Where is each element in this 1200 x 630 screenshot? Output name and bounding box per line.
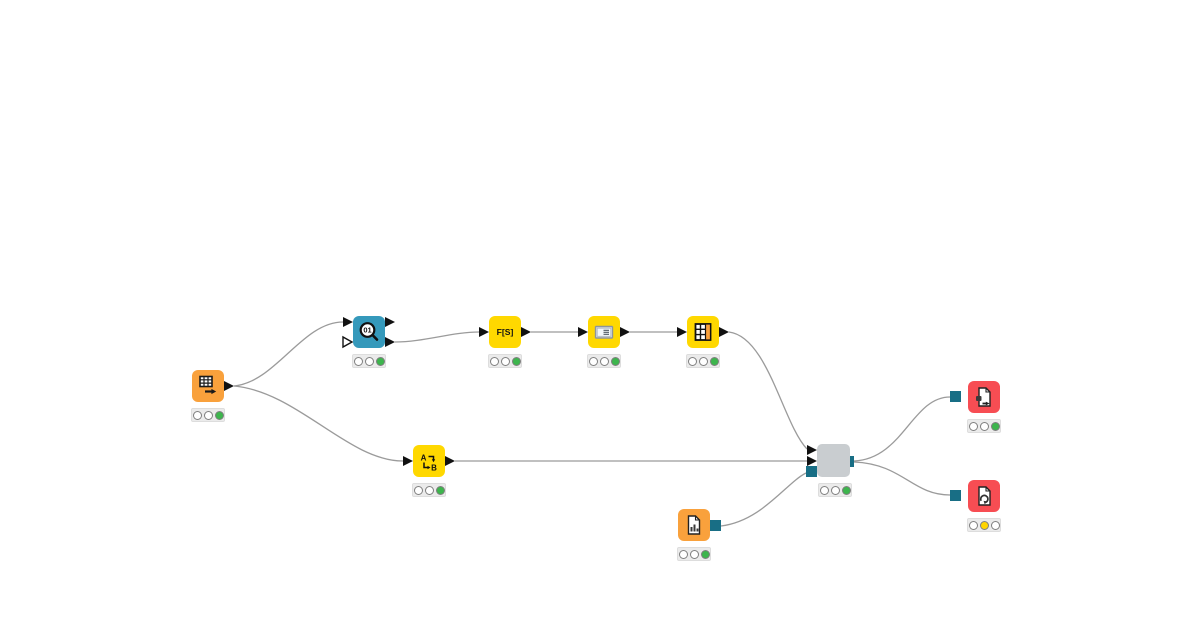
input-port-optional[interactable]	[342, 335, 354, 349]
wire-source-to-inspector	[233, 321, 344, 387]
ports	[224, 317, 961, 531]
wire-component-to-writer-bottom	[853, 461, 951, 496]
rename-to-glyph: B	[431, 464, 437, 473]
status-lamp	[709, 356, 719, 366]
status-traffic-light	[412, 483, 446, 497]
wires	[233, 321, 951, 527]
node-value-inspector[interactable]: 01	[353, 316, 385, 348]
rename-from-glyph: A	[421, 454, 427, 463]
status-traffic-light	[587, 354, 621, 368]
status-lamp	[435, 485, 445, 495]
status-lamp	[413, 485, 423, 495]
output-port-data[interactable]	[445, 456, 455, 466]
status-traffic-light	[686, 354, 720, 368]
output-port-data[interactable]	[620, 327, 630, 337]
magnifier-glyph: 01	[363, 326, 371, 335]
status-lamp	[968, 421, 978, 431]
status-lamp	[511, 356, 521, 366]
document-chart-icon	[687, 515, 701, 535]
status-traffic-light	[488, 354, 522, 368]
node-table-creator[interactable]	[192, 370, 224, 402]
string-function-icon: F[S]	[497, 327, 514, 337]
input-port-data[interactable]	[807, 445, 817, 455]
status-traffic-light	[967, 419, 1001, 433]
status-lamp	[979, 520, 989, 530]
input-port-special[interactable]	[950, 391, 961, 402]
status-lamp	[968, 520, 978, 530]
output-port-data[interactable]	[385, 337, 395, 347]
status-lamp	[687, 356, 697, 366]
document-refresh-icon	[978, 486, 991, 506]
node-column-rename[interactable]: A B	[413, 445, 445, 477]
status-lamp	[353, 356, 363, 366]
status-lamp	[489, 356, 499, 366]
status-lamp	[364, 356, 374, 366]
status-lamp	[678, 549, 688, 559]
output-port-data[interactable]	[521, 327, 531, 337]
input-port-data[interactable]	[403, 456, 413, 466]
input-port-data[interactable]	[677, 327, 687, 337]
status-lamp	[698, 356, 708, 366]
status-lamp	[830, 485, 840, 495]
status-lamp	[192, 410, 202, 420]
node-column-table[interactable]	[687, 316, 719, 348]
a-to-b-icon: A B	[421, 454, 438, 473]
wire-inspector-to-string	[394, 331, 480, 343]
status-traffic-light	[191, 408, 225, 422]
status-lamp	[424, 485, 434, 495]
output-port-data[interactable]	[385, 317, 395, 327]
status-lamp	[841, 485, 851, 495]
input-port-data[interactable]	[479, 327, 489, 337]
document-write-icon	[976, 387, 991, 407]
wire-columntable-to-component	[728, 331, 808, 450]
status-lamp	[700, 549, 710, 559]
wire-component-to-writer-top	[853, 396, 951, 462]
status-lamp	[819, 485, 829, 495]
wire-reader-to-component	[720, 472, 807, 527]
status-traffic-light	[677, 547, 711, 561]
input-port-special[interactable]	[806, 466, 817, 477]
node-file-reader[interactable]	[678, 509, 710, 541]
status-lamp	[588, 356, 598, 366]
status-traffic-light	[818, 483, 852, 497]
output-port-data[interactable]	[719, 327, 729, 337]
output-port-special[interactable]	[710, 520, 721, 531]
status-lamp	[500, 356, 510, 366]
status-lamp	[610, 356, 620, 366]
status-lamp	[599, 356, 609, 366]
node-text-card[interactable]	[588, 316, 620, 348]
status-traffic-light	[352, 354, 386, 368]
magnifier-01-icon: 01	[359, 322, 379, 341]
status-lamp	[203, 410, 213, 420]
status-lamp	[990, 421, 1000, 431]
input-port-special[interactable]	[950, 490, 961, 501]
node-file-writer-top[interactable]	[968, 381, 1000, 413]
input-port-data[interactable]	[343, 317, 353, 327]
string-function-glyph: F[S]	[497, 327, 514, 337]
table-with-arrow-icon	[199, 375, 217, 395]
input-port-data[interactable]	[807, 456, 817, 466]
output-port-data[interactable]	[224, 381, 234, 391]
wire-source-to-rename	[233, 385, 404, 462]
node-file-writer-bottom[interactable]	[968, 480, 1000, 512]
status-traffic-light	[967, 518, 1001, 532]
node-component[interactable]	[817, 444, 850, 477]
status-lamp	[979, 421, 989, 431]
input-port-data[interactable]	[578, 327, 588, 337]
table-orange-column-icon	[694, 323, 712, 341]
status-lamp	[375, 356, 385, 366]
list-card-icon	[594, 325, 614, 339]
status-lamp	[990, 520, 1000, 530]
node-string-manipulation[interactable]: F[S]	[489, 316, 521, 348]
status-lamp	[689, 549, 699, 559]
status-lamp	[214, 410, 224, 420]
